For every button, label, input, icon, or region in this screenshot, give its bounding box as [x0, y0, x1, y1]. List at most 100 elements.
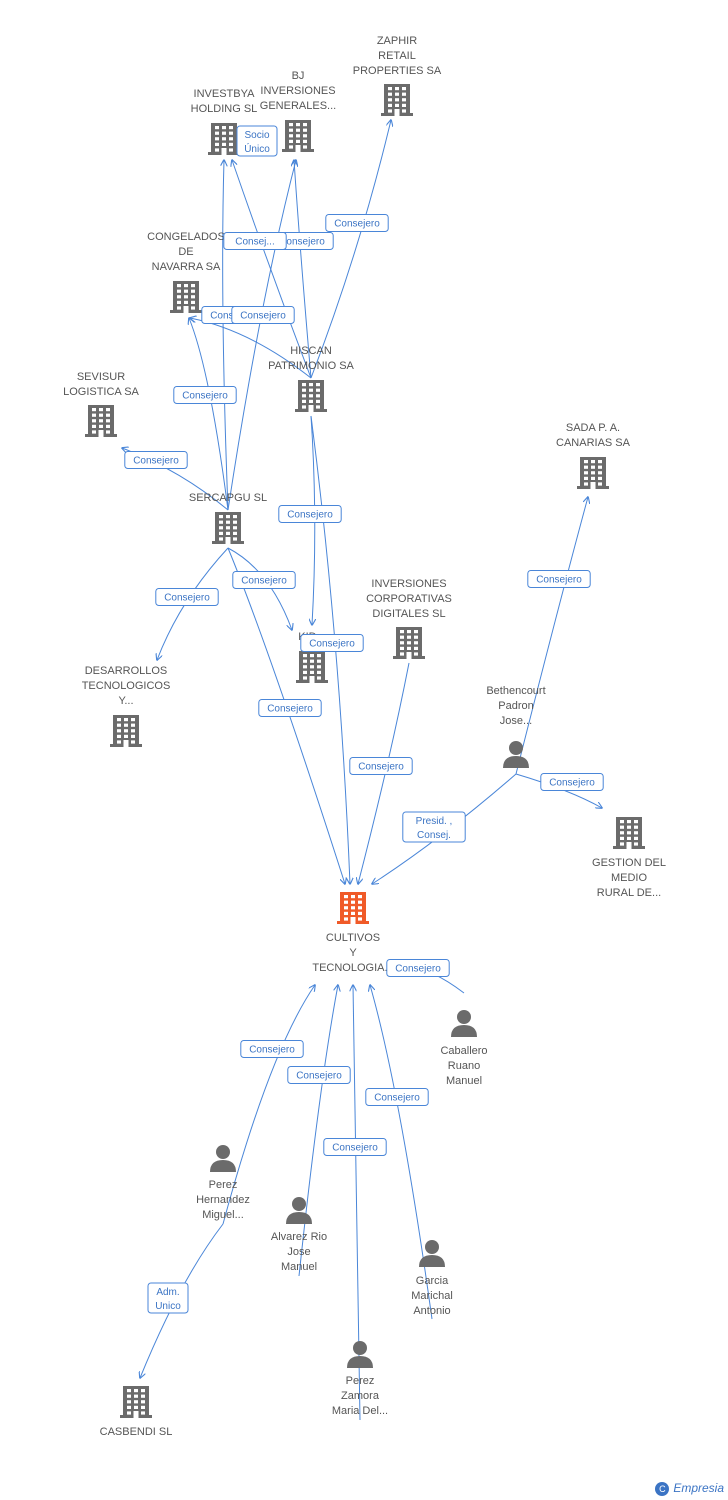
company-node-investbya[interactable]: INVESTBYA HOLDING SL [191, 88, 258, 155]
node-label-line: Maria Del... [332, 1405, 388, 1417]
edge-role-label[interactable]: Consejero [323, 1138, 387, 1156]
edge-role-label[interactable]: Consejero [349, 757, 413, 775]
company-node-cultivos[interactable]: CULTIVOSYTECNOLOGIA... [312, 892, 394, 974]
edge-role-label[interactable]: Consejero [527, 570, 591, 588]
edge-label-box [527, 570, 591, 588]
node-label-line: SERCAPGU SL [189, 492, 267, 504]
company-node-desarrollos[interactable]: DESARROLLOSTECNOLOGICOSY... [82, 665, 171, 747]
edge-label-text: Socio [244, 130, 269, 141]
edge-role-label[interactable]: Consejero [300, 634, 364, 652]
person-node-perez_hernandez[interactable]: PerezHernandezMiguel... [196, 1145, 250, 1221]
person-icon [451, 1010, 477, 1037]
company-node-casbendi[interactable]: CASBENDI SL [100, 1386, 173, 1438]
building-icon [381, 84, 413, 116]
edge-role-label[interactable]: Presid. ,Consej. [402, 811, 466, 843]
node-label-line: Manuel [281, 1261, 317, 1273]
edge-label-text: Consejero [358, 762, 404, 773]
node-label-line: TECNOLOGIA... [312, 962, 393, 974]
node-label-line: Caballero [440, 1045, 487, 1057]
edge-role-label[interactable]: Consejero [240, 1040, 304, 1058]
node-label-line: NAVARRA SA [152, 261, 221, 273]
node-label-line: HOLDING SL [191, 103, 258, 115]
building-icon [577, 457, 609, 489]
edge-label-text: Único [244, 142, 270, 155]
edge-role-label[interactable]: Consejero [232, 571, 296, 589]
company-node-sada[interactable]: SADA P. A.CANARIAS SA [556, 422, 631, 489]
edge-role-label[interactable]: Consejero [155, 588, 219, 606]
node-label-line: Perez [209, 1179, 238, 1191]
company-node-sercapgu[interactable]: SERCAPGU SL [189, 492, 267, 544]
edge-label-box [173, 386, 237, 404]
edge-role-label[interactable]: Adm. Unico [147, 1282, 189, 1314]
edge-label-box [147, 1282, 189, 1314]
edge-label-box [287, 1066, 351, 1084]
edge-role-label[interactable]: Consejero [258, 699, 322, 717]
edge-role-label[interactable]: Consejero [124, 451, 188, 469]
edge-label-box [386, 959, 450, 977]
edge-label-box [540, 773, 604, 791]
node-label-line: Ruano [448, 1060, 480, 1072]
edge-label-box [402, 811, 466, 843]
node-label-line: INVERSIONES [260, 85, 335, 97]
edge-role-label[interactable]: Consejero [540, 773, 604, 791]
edge-role-label[interactable]: Consejero [386, 959, 450, 977]
edge-role-label[interactable]: Consejero [173, 386, 237, 404]
edge-alvarez-to-cultivos [298, 985, 338, 1277]
node-label-line: GESTION DEL [592, 857, 666, 869]
building-icon [296, 651, 328, 683]
person-icon [347, 1341, 373, 1368]
edge-label-text: Adm. [156, 1287, 179, 1298]
edge-label-text: Consej... [235, 237, 274, 248]
edge-label-box [365, 1088, 429, 1106]
edge-role-label[interactable]: Consejero [287, 1066, 351, 1084]
brand-name: Empresia [673, 1481, 724, 1496]
edge-role-label[interactable]: Consejero [278, 505, 342, 523]
node-label-line: CULTIVOS [326, 932, 380, 944]
edge-label-text: Consejero [240, 311, 286, 322]
node-label-line: INVERSIONES [371, 578, 446, 590]
edge-role-label[interactable]: Consejero [325, 214, 389, 232]
node-label-line: DESARROLLOS [85, 665, 168, 677]
person-node-bethencourt[interactable]: BethencourtPadronJose... [486, 685, 546, 768]
person-icon [419, 1240, 445, 1267]
building-icon [393, 627, 425, 659]
building-icon [212, 512, 244, 544]
edge-label-box [155, 588, 219, 606]
node-label-line: INVESTBYA [194, 88, 256, 100]
edge-label-text: Consejero [334, 219, 380, 230]
node-label-line: LOGISTICA SA [63, 386, 139, 398]
edge-label-box [223, 232, 287, 250]
edge-label-text: Unico [155, 1301, 181, 1312]
node-label-line: PROPERTIES SA [353, 65, 442, 77]
edge-role-label[interactable]: Consejero [365, 1088, 429, 1106]
node-label-line: CANARIAS SA [556, 437, 631, 449]
edge-role-label[interactable]: Consej... [223, 232, 287, 250]
edge-label-text: Consejero [182, 391, 228, 402]
edge-label-text: Consejero [332, 1143, 378, 1154]
edge-label-box [240, 1040, 304, 1058]
copyright-icon: C [655, 1482, 670, 1496]
node-label-line: Miguel... [202, 1209, 244, 1221]
building-icon [85, 405, 117, 437]
edge-role-label[interactable]: Consejero [231, 306, 295, 324]
edge-label-box [236, 125, 278, 157]
edge-label-text: Consej. [417, 830, 451, 841]
edge-sercapgu-to-bj [227, 160, 296, 511]
edge-perez_hernandez-to-cultivos [222, 985, 315, 1225]
company-node-bj[interactable]: BJINVERSIONESGENERALES... [260, 70, 336, 152]
node-label-line: CORPORATIVAS [366, 593, 452, 605]
